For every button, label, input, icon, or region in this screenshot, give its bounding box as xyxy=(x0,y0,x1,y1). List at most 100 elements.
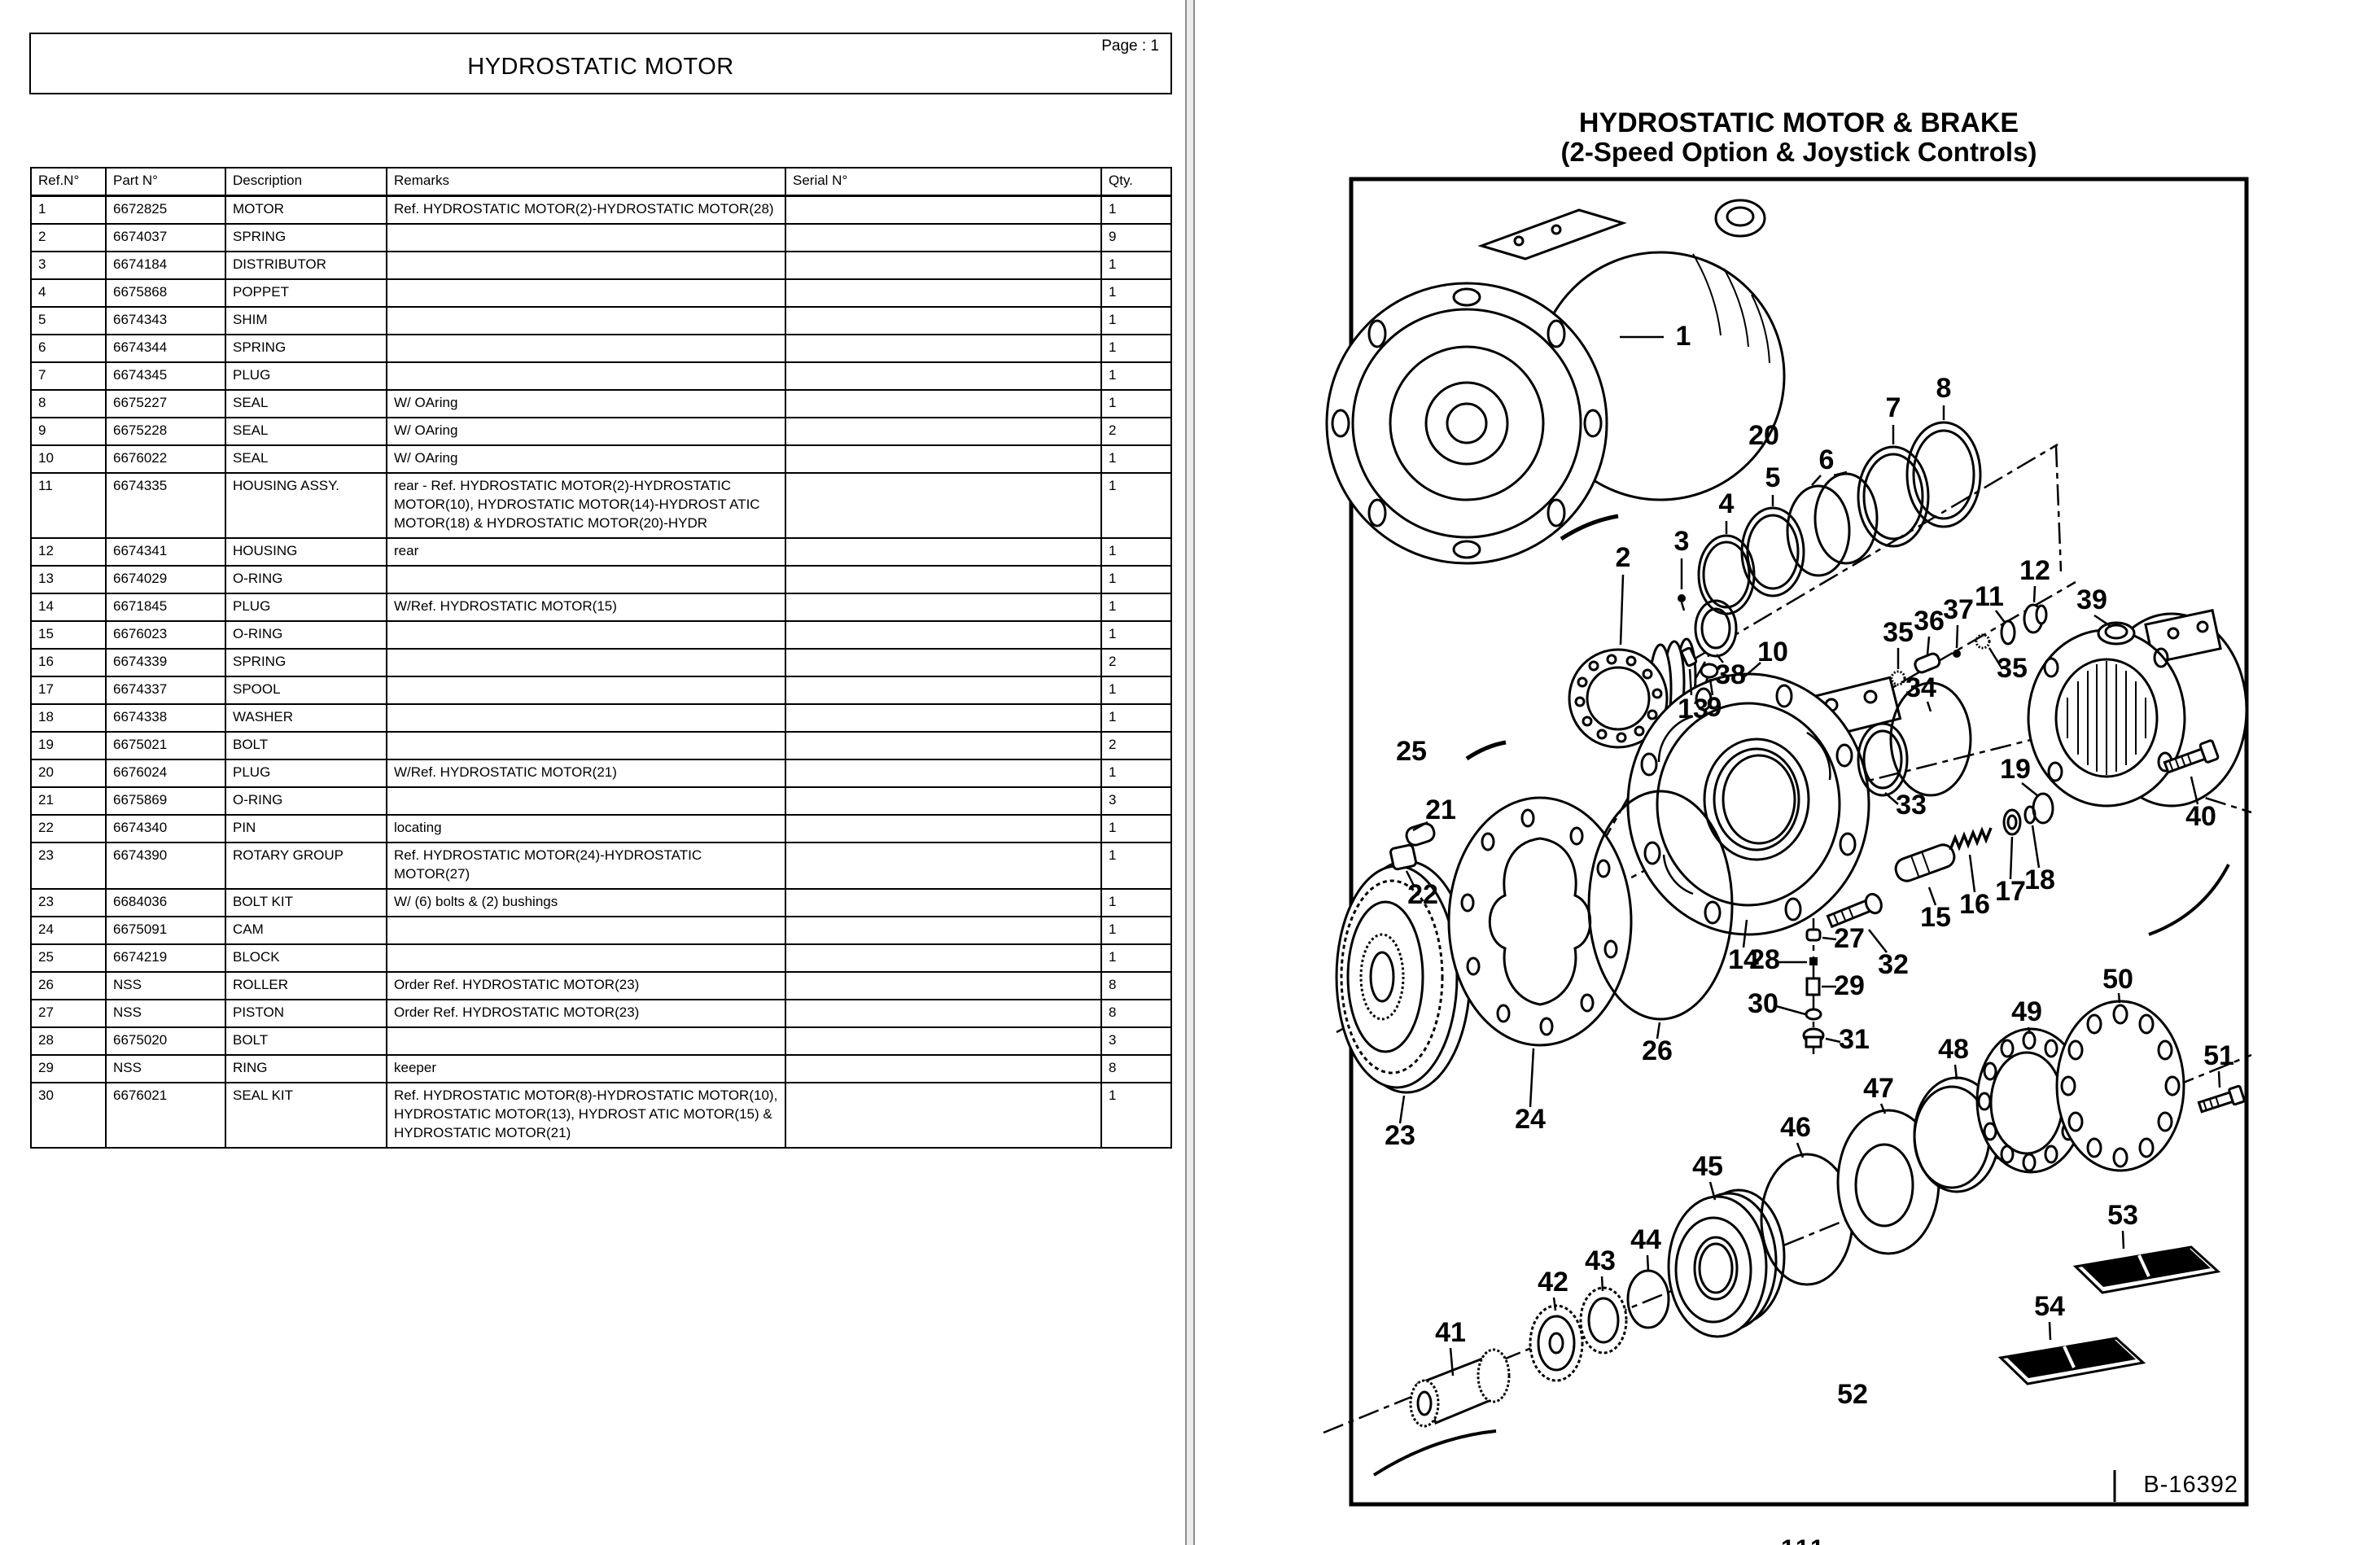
cell-desc: HOUSING ASSY. xyxy=(225,472,387,539)
column-header-ref: Ref.N° xyxy=(30,167,107,197)
diagram-subtitle: (2-Speed Option & Joystick Controls) xyxy=(1560,137,2037,167)
callout-leader-36 xyxy=(1926,636,1931,655)
callout-label-34: 34 xyxy=(1905,672,1936,703)
cell-ref: 1 xyxy=(30,195,107,225)
brake-group xyxy=(1409,1000,2246,1428)
cell-desc: WASHER xyxy=(225,703,387,733)
cell-serial xyxy=(785,417,1102,446)
cell-desc: PLUG xyxy=(225,759,387,788)
cell-qty: 1 xyxy=(1100,444,1172,474)
cell-remarks: Order Ref. HYDROSTATIC MOTOR(23) xyxy=(386,971,786,1000)
cell-ref: 2 xyxy=(30,223,107,252)
cell-desc: PISTON xyxy=(225,999,387,1028)
cell-part: 6674343 xyxy=(105,306,226,335)
cell-ref: 30 xyxy=(30,1082,107,1149)
cell-remarks: keeper xyxy=(386,1054,786,1083)
cell-qty: 1 xyxy=(1100,916,1172,945)
cell-desc: RING xyxy=(225,1054,387,1083)
callout-leader-26 xyxy=(1656,1022,1661,1039)
cell-ref: 17 xyxy=(30,676,107,705)
cell-qty: 1 xyxy=(1100,593,1172,622)
oring-part26 xyxy=(1587,790,1734,1021)
end-housing-part39 xyxy=(2027,609,2248,808)
cell-part: 6675868 xyxy=(105,278,226,308)
callout-label-3: 3 xyxy=(1674,526,1690,557)
callout-label-5: 5 xyxy=(1765,462,1781,493)
cell-ref: 19 xyxy=(30,731,107,760)
motor-assembly-part1 xyxy=(1325,199,1786,565)
cell-desc: SPOOL xyxy=(225,676,387,705)
cell-part: 6676022 xyxy=(105,444,226,474)
cell-serial xyxy=(785,999,1102,1028)
cell-ref: 23 xyxy=(30,842,107,890)
callout-label-4: 4 xyxy=(1719,488,1735,519)
cell-qty: 3 xyxy=(1100,1026,1172,1056)
callout-leader-46 xyxy=(1796,1142,1805,1158)
cell-desc: BOLT xyxy=(225,731,387,760)
cell-remarks xyxy=(386,731,786,760)
cell-part: 6674344 xyxy=(105,334,226,363)
cell-desc: POPPET xyxy=(225,278,387,308)
callout-label-33: 33 xyxy=(1896,790,1927,821)
cell-part: 6674219 xyxy=(105,943,226,973)
cell-part: 6674037 xyxy=(105,223,226,252)
callout-label-31: 31 xyxy=(1839,1024,1870,1055)
cell-serial xyxy=(785,648,1102,677)
cell-qty: 1 xyxy=(1100,814,1172,843)
callout-leader-53 xyxy=(2121,1230,2125,1250)
cell-serial xyxy=(785,306,1102,335)
callout-leader-33 xyxy=(1884,792,1899,805)
cell-serial xyxy=(785,334,1102,363)
cell-desc: HOUSING xyxy=(225,537,387,567)
cell-remarks: locating xyxy=(386,814,786,843)
callout-label-24: 24 xyxy=(1515,1104,1546,1135)
callout-label-10: 10 xyxy=(1757,637,1788,667)
cell-remarks xyxy=(386,361,786,391)
cell-qty: 1 xyxy=(1100,703,1172,733)
cell-qty: 1 xyxy=(1100,676,1172,705)
cell-serial xyxy=(785,195,1102,225)
cell-part: NSS xyxy=(105,1054,226,1083)
cell-part: 6674029 xyxy=(105,565,226,594)
cell-remarks: Order Ref. HYDROSTATIC MOTOR(23) xyxy=(386,999,786,1028)
callout-leader-44 xyxy=(1646,1254,1650,1272)
cell-remarks: Ref. HYDROSTATIC MOTOR(8)-HYDROSTATIC MO… xyxy=(386,1082,786,1149)
cell-desc: BOLT xyxy=(225,1026,387,1056)
cell-serial xyxy=(785,472,1102,539)
clipped-footer-page-number: 111 xyxy=(1781,1535,1827,1545)
cell-serial xyxy=(785,361,1102,391)
cell-serial xyxy=(785,842,1102,890)
cell-ref: 11 xyxy=(30,472,107,539)
column-header-serial: Serial N° xyxy=(785,167,1102,197)
cell-ref: 22 xyxy=(30,814,107,843)
callout-label-52: 52 xyxy=(1837,1379,1868,1410)
cell-ref: 25 xyxy=(30,943,107,973)
callout-label-12: 12 xyxy=(2019,555,2050,586)
cell-remarks xyxy=(386,943,786,973)
cell-desc: SPRING xyxy=(225,334,387,363)
callout-label-43: 43 xyxy=(1585,1245,1616,1276)
cell-serial xyxy=(785,759,1102,788)
cell-desc: SPRING xyxy=(225,648,387,677)
callout-label-1: 1 xyxy=(1676,321,1691,352)
bolt-part32 xyxy=(1826,892,1883,929)
callout-label-11: 11 xyxy=(1975,581,2004,612)
cell-ref: 12 xyxy=(30,537,107,567)
cell-part: 6672825 xyxy=(105,195,226,225)
cell-desc: CAM xyxy=(225,916,387,945)
callout-label-26: 26 xyxy=(1642,1035,1673,1066)
cell-ref: 15 xyxy=(30,620,107,650)
cell-ref: 20 xyxy=(30,759,107,788)
cell-remarks xyxy=(386,1026,786,1056)
